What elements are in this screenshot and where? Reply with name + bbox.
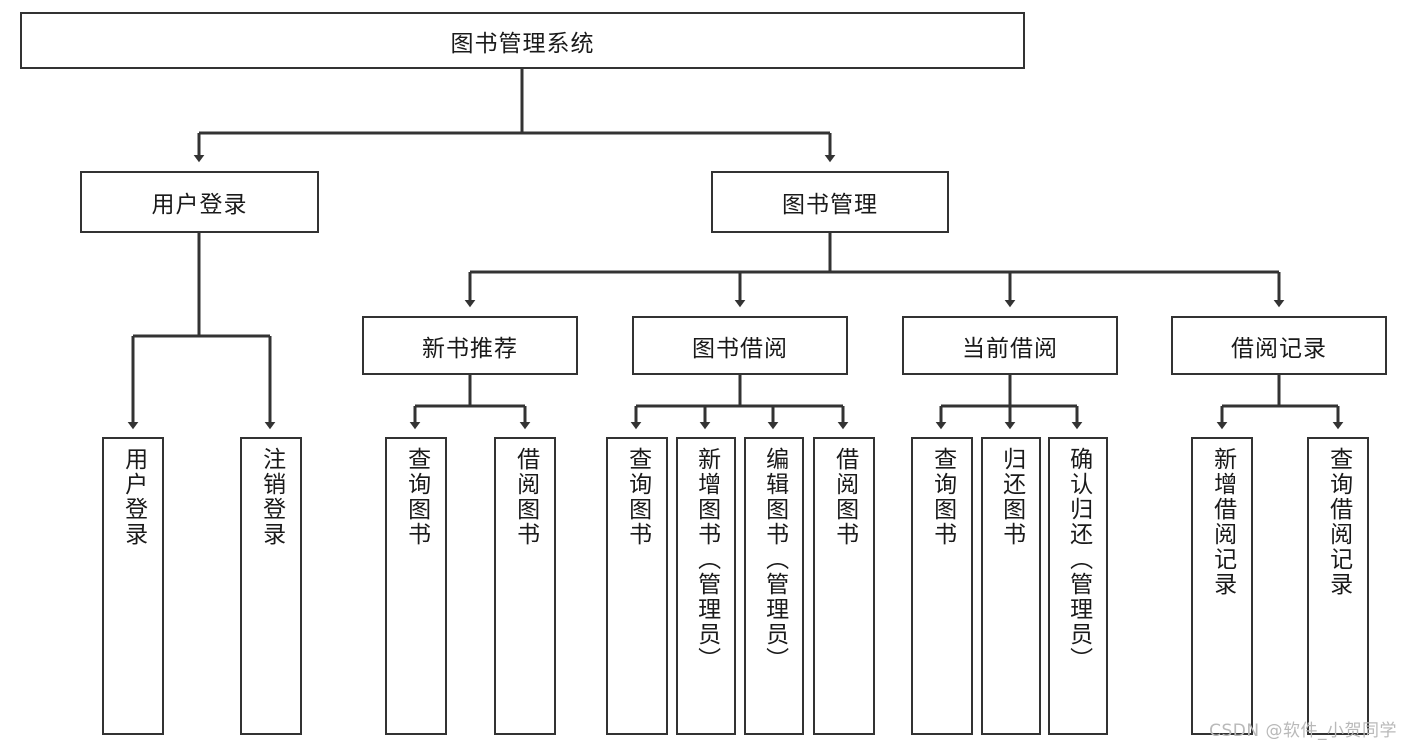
leaf-query-book-newbook[interactable]: 查询图书	[385, 437, 447, 735]
node-current-borrow[interactable]: 当前借阅	[902, 316, 1118, 375]
leaf-label: 新增图书（管理员）	[693, 447, 720, 672]
leaf-label: 确认归还（管理员）	[1065, 447, 1092, 672]
leaf-borrow-book-newbook[interactable]: 借阅图书	[494, 437, 556, 735]
node-new-book-recommend[interactable]: 新书推荐	[362, 316, 578, 375]
leaf-label: 归还图书	[998, 447, 1025, 547]
leaf-label: 查询图书	[403, 447, 430, 547]
node-root-book-management-system[interactable]: 图书管理系统	[20, 12, 1025, 69]
node-label: 当前借阅	[962, 335, 1058, 362]
leaf-label: 新增借阅记录	[1209, 447, 1236, 597]
leaf-label: 查询借阅记录	[1325, 447, 1352, 597]
leaf-label: 用户登录	[120, 447, 147, 547]
leaf-user-login[interactable]: 用户登录	[102, 437, 164, 735]
leaf-query-borrow-record[interactable]: 查询借阅记录	[1307, 437, 1369, 735]
node-label: 新书推荐	[422, 335, 518, 362]
leaf-add-book-admin[interactable]: 新增图书（管理员）	[676, 437, 736, 735]
node-user-login[interactable]: 用户登录	[80, 171, 319, 233]
node-label: 借阅记录	[1231, 335, 1327, 362]
leaf-logout[interactable]: 注销登录	[240, 437, 302, 735]
node-label: 图书借阅	[692, 335, 788, 362]
leaf-label: 借阅图书	[831, 447, 858, 547]
node-borrow-records[interactable]: 借阅记录	[1171, 316, 1387, 375]
leaf-label: 注销登录	[258, 447, 285, 547]
node-book-management[interactable]: 图书管理	[711, 171, 949, 233]
node-label: 用户登录	[151, 192, 248, 218]
csdn-watermark: CSDN @软件_小贺同学	[1209, 721, 1397, 741]
leaf-return-book[interactable]: 归还图书	[981, 437, 1041, 735]
leaf-label: 查询图书	[929, 447, 956, 547]
leaf-query-book-borrow[interactable]: 查询图书	[606, 437, 668, 735]
leaf-query-book-current[interactable]: 查询图书	[911, 437, 973, 735]
node-label: 图书管理	[782, 192, 878, 218]
leaf-edit-book-admin[interactable]: 编辑图书（管理员）	[744, 437, 804, 735]
leaf-label: 编辑图书（管理员）	[761, 447, 788, 672]
node-book-borrow[interactable]: 图书借阅	[632, 316, 848, 375]
leaf-label: 查询图书	[624, 447, 651, 547]
leaf-confirm-return-admin[interactable]: 确认归还（管理员）	[1048, 437, 1108, 735]
leaf-label: 借阅图书	[512, 447, 539, 547]
leaf-add-borrow-record[interactable]: 新增借阅记录	[1191, 437, 1253, 735]
node-label: 图书管理系统	[450, 30, 595, 57]
leaf-borrow-book[interactable]: 借阅图书	[813, 437, 875, 735]
